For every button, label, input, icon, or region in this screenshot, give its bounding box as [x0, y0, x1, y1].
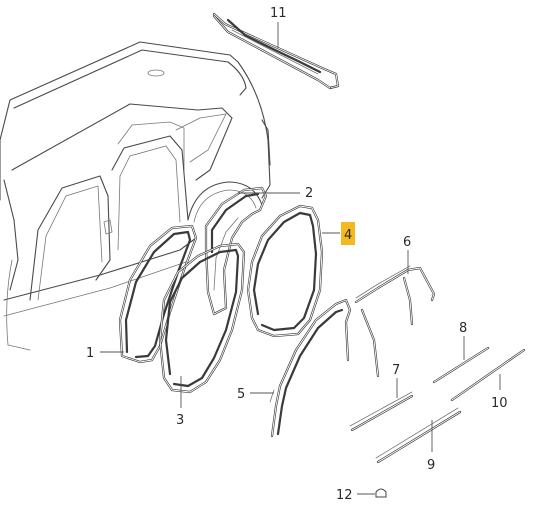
- callout-labels: 1 2 3 4 5 6 7 8 9 10 11 12: [86, 6, 508, 503]
- part-9-long-strip: [375, 407, 462, 464]
- callout-10: 10: [491, 396, 508, 411]
- callout-7: 7: [392, 363, 400, 378]
- callout-6: 6: [403, 235, 411, 250]
- callout-9: 9: [427, 458, 435, 473]
- callout-4-highlight: [341, 222, 355, 245]
- callout-3: 3: [176, 413, 184, 428]
- callout-12: 12: [336, 488, 353, 503]
- part-11-tailgate-seal: [212, 12, 340, 90]
- callout-11: 11: [270, 6, 287, 21]
- callout-2: 2: [305, 186, 313, 201]
- part-10-strip: [450, 348, 526, 402]
- callout-8: 8: [459, 321, 467, 336]
- callout-5: 5: [237, 387, 245, 402]
- part-1-door-opening-seal: [118, 224, 198, 364]
- part-2-rear-opening-seal: [204, 186, 268, 316]
- callout-4: 4: [344, 228, 352, 243]
- part-8-belt-strip: [432, 346, 490, 384]
- callout-1: 1: [86, 346, 94, 361]
- part-7-belt-strip: [349, 391, 414, 432]
- leader-lines: [100, 22, 501, 495]
- car-body-illustration: [0, 41, 271, 351]
- part-4-rear-door-seal: [246, 204, 324, 338]
- part-5-frame-seal: [269, 298, 352, 438]
- part-3-front-door-seal: [158, 242, 246, 394]
- part-12-clip: [375, 488, 387, 498]
- part-6-window-seal: [354, 265, 436, 378]
